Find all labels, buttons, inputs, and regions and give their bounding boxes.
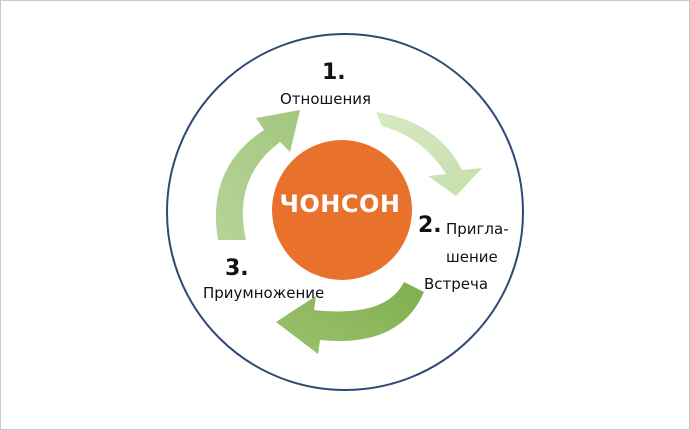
arrow-1-to-2 [376,112,482,196]
center-circle [272,140,412,280]
center-label: ЧОНСОН [279,190,401,218]
step-3-number: 3. [225,256,249,281]
step-1-number: 1. [322,60,346,85]
step-2-label-line3: Встреча [424,275,489,293]
arrow-3-to-1 [215,110,300,240]
step-2-label-line1: Пригла- [446,220,509,238]
outer-ring [166,33,524,391]
arrow-2-to-3 [276,282,424,354]
step-1-label: Отношения [280,90,372,108]
step-2-label-line2: шение [446,248,498,266]
step-3-label: Приумножение [203,284,325,302]
step-2-number: 2. [418,213,442,238]
